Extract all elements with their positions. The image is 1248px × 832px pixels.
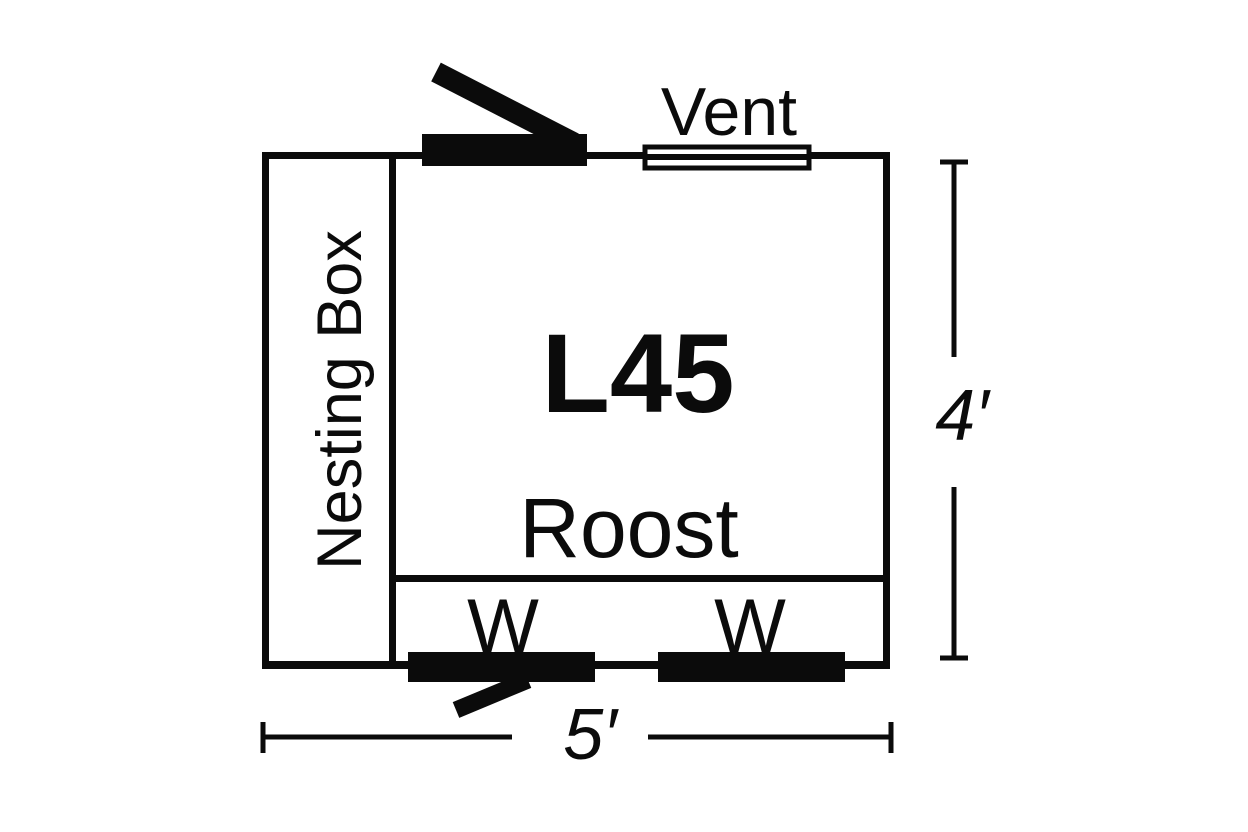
- door-swing-bottom: [452, 672, 532, 718]
- window-left-label: W: [467, 584, 539, 669]
- window-left-symbol: [408, 652, 595, 682]
- room-code-label: L45: [542, 311, 735, 436]
- nesting-box-partition-wall: [389, 152, 396, 669]
- roost-bar: [392, 575, 886, 582]
- width-dimension-label: 5′: [563, 695, 619, 775]
- height-dimension: [940, 159, 968, 661]
- wall-left: [262, 152, 269, 669]
- vent-slat-line: [646, 154, 808, 160]
- roost-label: Roost: [519, 481, 738, 575]
- window-right-label: W: [714, 584, 786, 669]
- height-dimension-label: 4′: [935, 376, 991, 456]
- nesting-box-label: Nesting Box: [305, 230, 375, 570]
- vent-label: Vent: [661, 74, 797, 150]
- width-dimension: [260, 722, 894, 753]
- door-swing-top: [431, 62, 579, 153]
- vent-symbol: [642, 144, 812, 171]
- door-top: [422, 134, 587, 166]
- wall-right: [883, 152, 890, 669]
- window-right-symbol: [658, 652, 845, 682]
